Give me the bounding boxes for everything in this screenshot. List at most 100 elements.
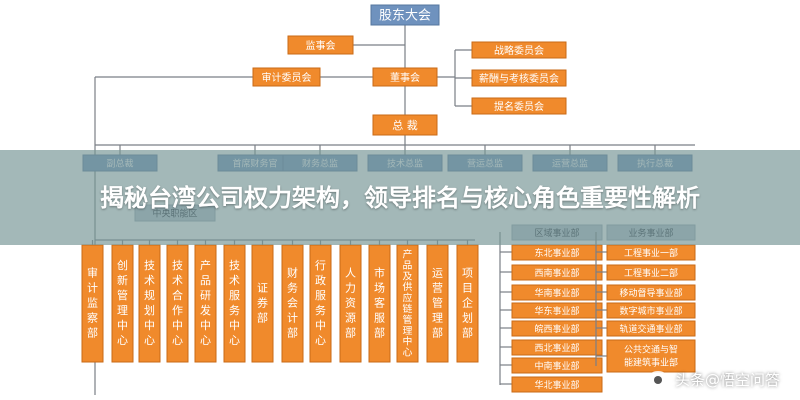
committee-0-box [471,41,567,59]
center-dept-0-char: 监 [87,297,98,310]
committee-2-label: 提名委员会 [494,100,544,113]
region-dept-4-label: 皖西事业部 [534,323,579,335]
committee-0-label: 战略委员会 [494,44,544,57]
center-dept-3-char: 心 [172,334,183,347]
center-dept-4-char: 发 [200,303,211,317]
center-dept-11-char: 供 [403,280,413,293]
center-dept-6-char: 券 [257,296,268,310]
center-dept-5-char: 务 [229,304,240,317]
center-dept-1-char: 中 [117,319,128,332]
center-dept-7-char: 计 [287,312,298,325]
shareholders-meeting-label: 股东大会 [379,9,431,24]
center-dept-4-char: 中 [200,319,211,332]
business-dept-1-label: 工程事业二部 [624,267,678,279]
center-dept-8-char: 务 [315,304,326,317]
center-dept-5-box [223,244,246,363]
wukong-logo-icon [646,370,669,389]
center-dept-12-box [426,244,449,363]
audit-committee-label: 审计委员会 [262,71,312,84]
region-dept-0-label: 东北事业部 [534,247,579,259]
region-dept-5-box [511,339,603,356]
center-dept-13-char: 划 [462,312,473,325]
committee-2-box [471,97,567,115]
center-dept-13-char: 目 [462,282,473,295]
committee-1-box [471,69,567,87]
region-dept-6-label: 中南事业部 [534,360,579,372]
center-dept-9-char: 部 [345,326,356,340]
center-dept-7-char: 务 [287,282,298,295]
center-dept-2-char: 中 [144,319,155,332]
region-dept-5-label: 西北事业部 [534,342,579,354]
center-dept-11-char: 及 [403,270,413,282]
center-dept-5-char: 心 [229,334,240,347]
business-dept-5-label: 能建筑事业部 [624,357,678,369]
center-dept-10-box [368,244,391,363]
center-dept-4-char: 品 [200,274,211,287]
center-dept-13-char: 部 [462,326,473,340]
center-dept-9-char: 人 [345,267,356,280]
center-dept-1-char: 理 [117,304,128,317]
center-dept-2-char: 术 [144,274,155,287]
shareholders-meeting-box [370,4,440,26]
center-dept-11-box [396,244,419,363]
center-dept-11-char: 管 [403,313,413,326]
center-dept-11-char: 应 [403,291,413,304]
center-dept-13-char: 企 [462,296,473,310]
center-dept-3-box [166,244,189,363]
center-dept-5-char: 术 [229,274,240,287]
center-dept-3-char: 术 [172,274,183,287]
center-dept-8-char: 心 [315,334,326,347]
center-dept-12-char: 营 [432,281,443,295]
center-dept-12-char: 部 [432,326,443,340]
center-dept-0-char: 察 [87,311,98,325]
business-dept-2-label: 移动督导事业部 [619,287,682,299]
supervisory-board-box [287,35,354,55]
center-dept-5-char: 技 [229,259,240,272]
committee-1-label: 薪酬与考核委员会 [479,72,559,85]
business-dept-3-label: 数字城市事业部 [619,305,682,317]
center-dept-11-char: 理 [403,325,413,337]
center-dept-4-char: 研 [200,289,211,302]
board-of-directors-box [372,67,438,87]
center-dept-12-char: 理 [432,312,443,325]
center-dept-2-char: 技 [144,259,155,272]
center-dept-9-char: 源 [345,311,356,325]
center-dept-11-char: 链 [403,302,413,315]
center-dept-7-char: 会 [287,297,298,310]
region-dept-7-label: 华北事业部 [534,379,579,391]
center-dept-12-char: 运 [432,267,443,280]
center-dept-6-char: 证 [257,282,268,295]
center-dept-1-char: 新 [117,273,128,287]
board-of-directors-label: 董事会 [390,71,420,84]
ceo-box [372,114,438,136]
center-dept-7-char: 部 [287,326,298,340]
center-dept-0-char: 部 [87,326,98,340]
region-dept-2-label: 华南事业部 [534,287,579,299]
business-dept-4-label: 轨道交通事业部 [619,323,682,335]
center-dept-5-char: 中 [229,319,240,332]
center-dept-2-char: 心 [144,334,155,347]
center-dept-13-char: 项 [462,267,473,280]
center-dept-3-char: 合 [172,288,183,302]
center-dept-0-box [81,244,104,363]
business-dept-3-box [606,302,696,319]
center-dept-11-char: 中 [403,335,413,348]
center-dept-11-char: 心 [403,347,413,359]
center-dept-3-char: 技 [172,259,183,272]
center-dept-3-char: 作 [172,304,183,317]
center-dept-6-box [251,244,274,363]
business-dept-2-box [606,284,696,301]
center-dept-2-char: 划 [144,304,155,317]
center-dept-0-char: 审 [87,266,98,280]
center-dept-4-box [194,244,217,363]
center-dept-9-char: 资 [345,297,356,310]
center-dept-8-char: 行 [315,259,326,272]
business-dept-0-label: 工程事业一部 [624,247,678,259]
region-dept-1-label: 西南事业部 [534,267,579,279]
title-overlay: 揭秘台湾公司权力架构，领导排名与核心角色重要性解析 [0,150,800,245]
center-dept-0-char: 计 [87,282,98,295]
center-dept-9-char: 力 [345,282,356,295]
center-dept-10-char: 部 [374,326,385,340]
